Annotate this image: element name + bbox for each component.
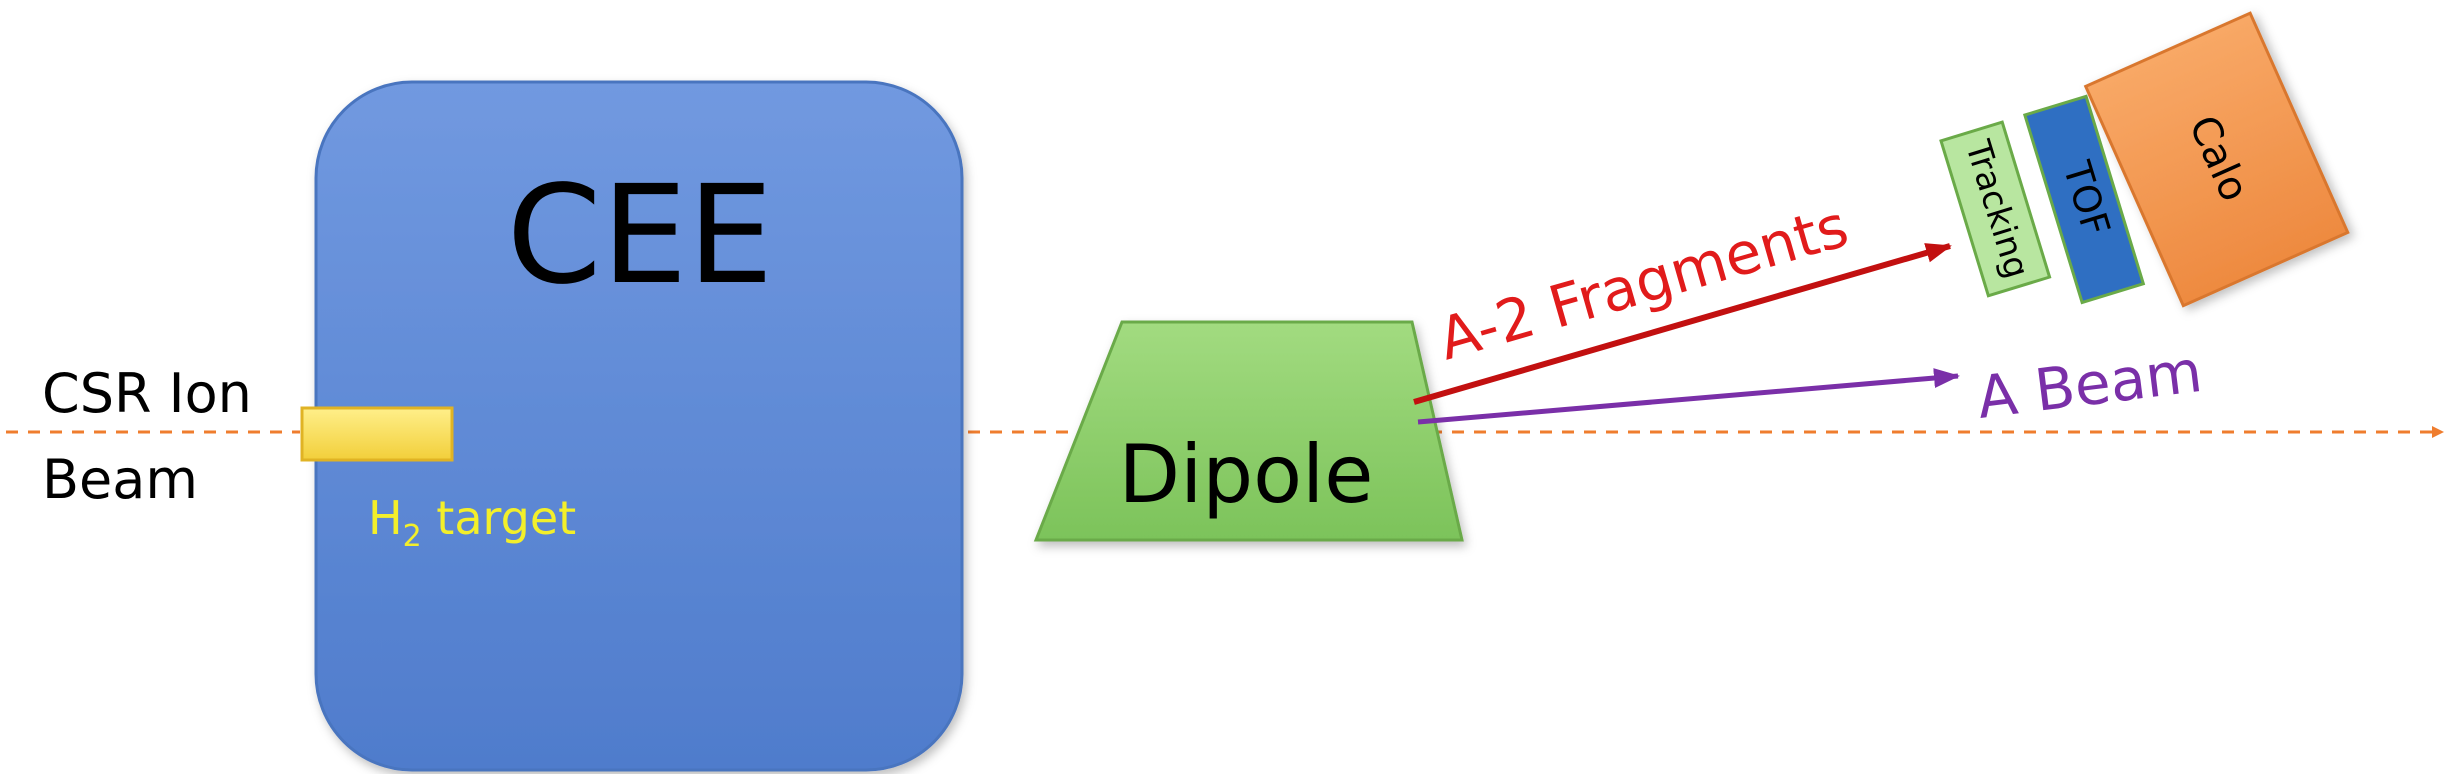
- h2-target-suffix: target: [422, 491, 577, 545]
- h2-target-label: H2 target: [368, 491, 576, 554]
- beam-label-line1: CSR Ion: [42, 362, 252, 425]
- h2-target-symbol: H: [368, 491, 403, 545]
- h2-target-block: [300, 406, 454, 462]
- tof-module: TOF: [2022, 94, 2146, 305]
- dipole-magnet: [1033, 320, 1464, 542]
- calo-module: Calo: [2083, 11, 2350, 308]
- a-beam-trajectory-arrow: [1417, 368, 1960, 425]
- h2-target-subscript: 2: [403, 519, 422, 554]
- tof-module-box: [2022, 94, 2146, 305]
- beam-label-line2: Beam: [42, 448, 198, 511]
- calo-module-box: [2083, 11, 2350, 308]
- dipole-label: Dipole: [1119, 428, 1374, 521]
- tracking-module-box: [1939, 120, 2052, 298]
- a-beam-label: A Beam: [1973, 337, 2205, 432]
- fragments-label: A-2 Fragments: [1431, 192, 1855, 374]
- fragments-trajectory-arrow: [1413, 243, 1952, 405]
- tracking-module: Tracking: [1939, 120, 2052, 298]
- cee-label: CEE: [507, 157, 774, 315]
